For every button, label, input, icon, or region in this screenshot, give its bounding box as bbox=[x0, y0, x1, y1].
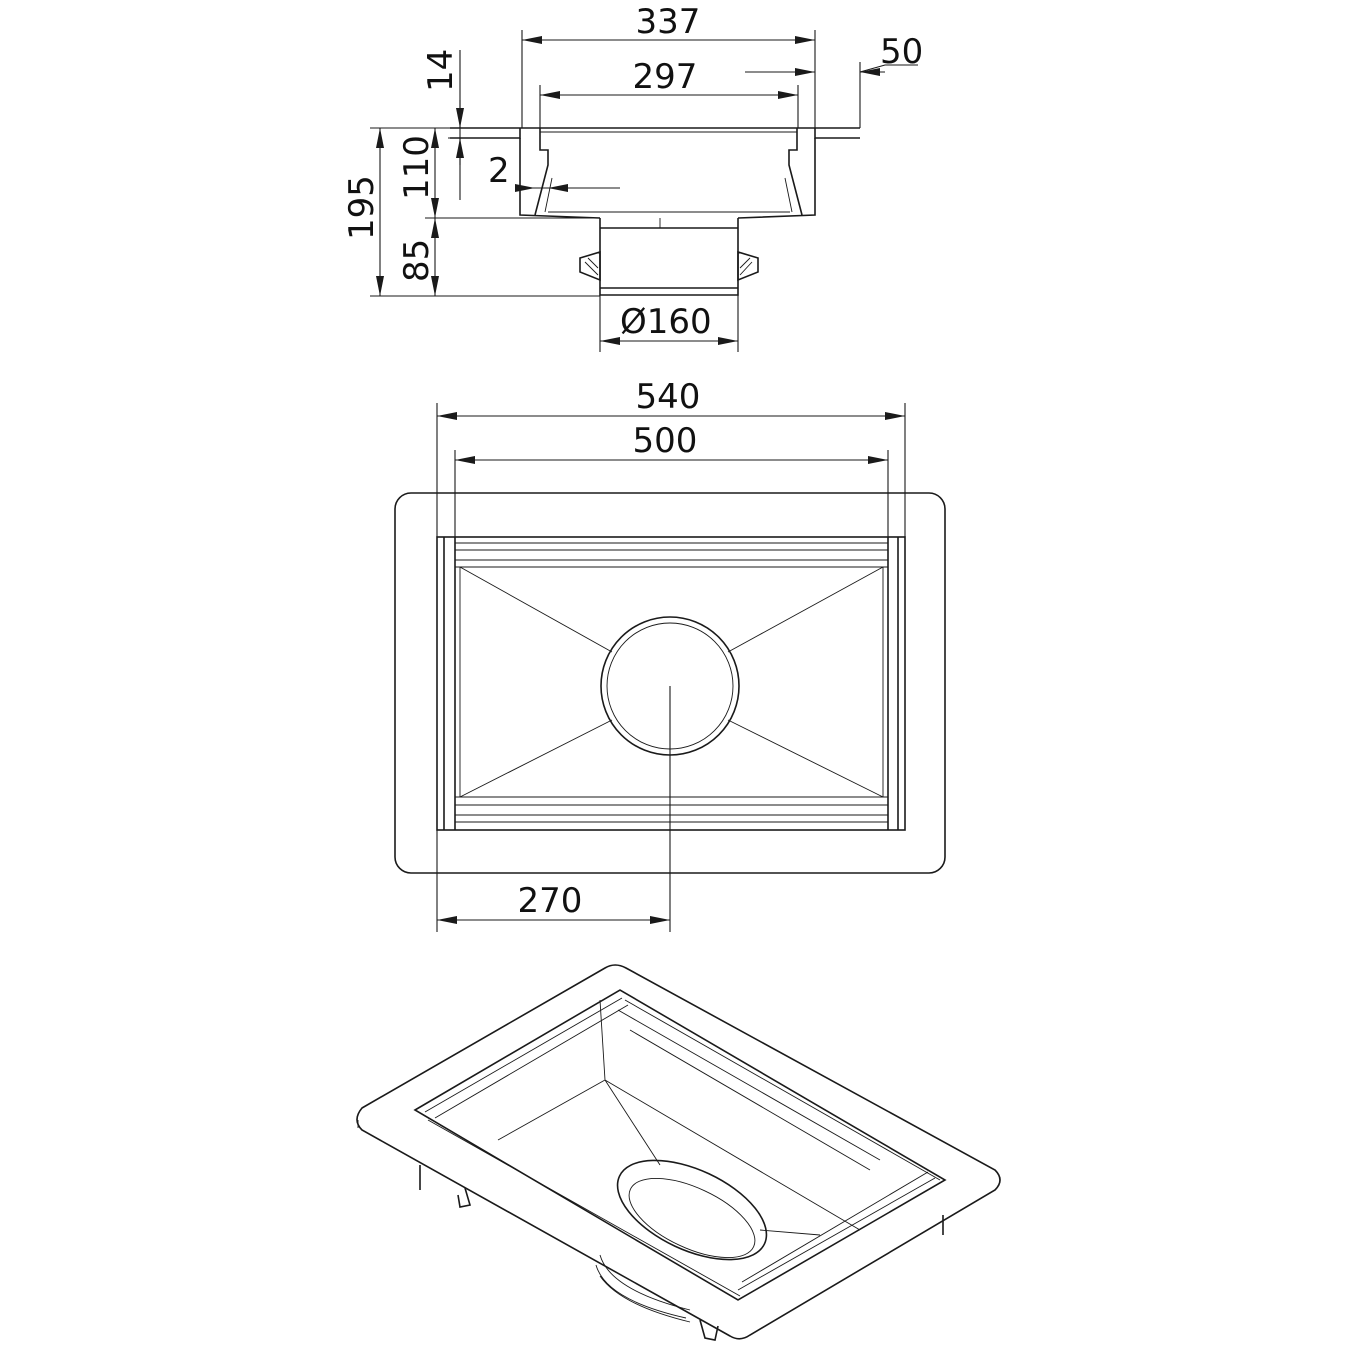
dim-total-height: 195 bbox=[342, 175, 382, 240]
dim-overall-width: 337 bbox=[636, 2, 701, 42]
dim-flange-height: 14 bbox=[421, 49, 461, 92]
dim-inner-width: 297 bbox=[633, 57, 698, 97]
dim-outlet-offset: 270 bbox=[518, 881, 583, 921]
dim-wall-gap: 2 bbox=[488, 151, 510, 191]
section-view: 337 297 50 14 2 195 110 85 Ø160 bbox=[342, 2, 923, 352]
dim-overall-length: 540 bbox=[636, 377, 701, 417]
plan-view: 540 500 270 bbox=[394, 377, 946, 932]
dim-inner-length: 500 bbox=[633, 421, 698, 461]
dim-body-depth: 110 bbox=[397, 135, 437, 200]
dim-outlet-length: 85 bbox=[397, 239, 437, 282]
dim-flange-offset: 50 bbox=[880, 32, 923, 72]
dim-outlet-diameter: Ø160 bbox=[620, 302, 712, 342]
isometric-view bbox=[356, 964, 1001, 1341]
